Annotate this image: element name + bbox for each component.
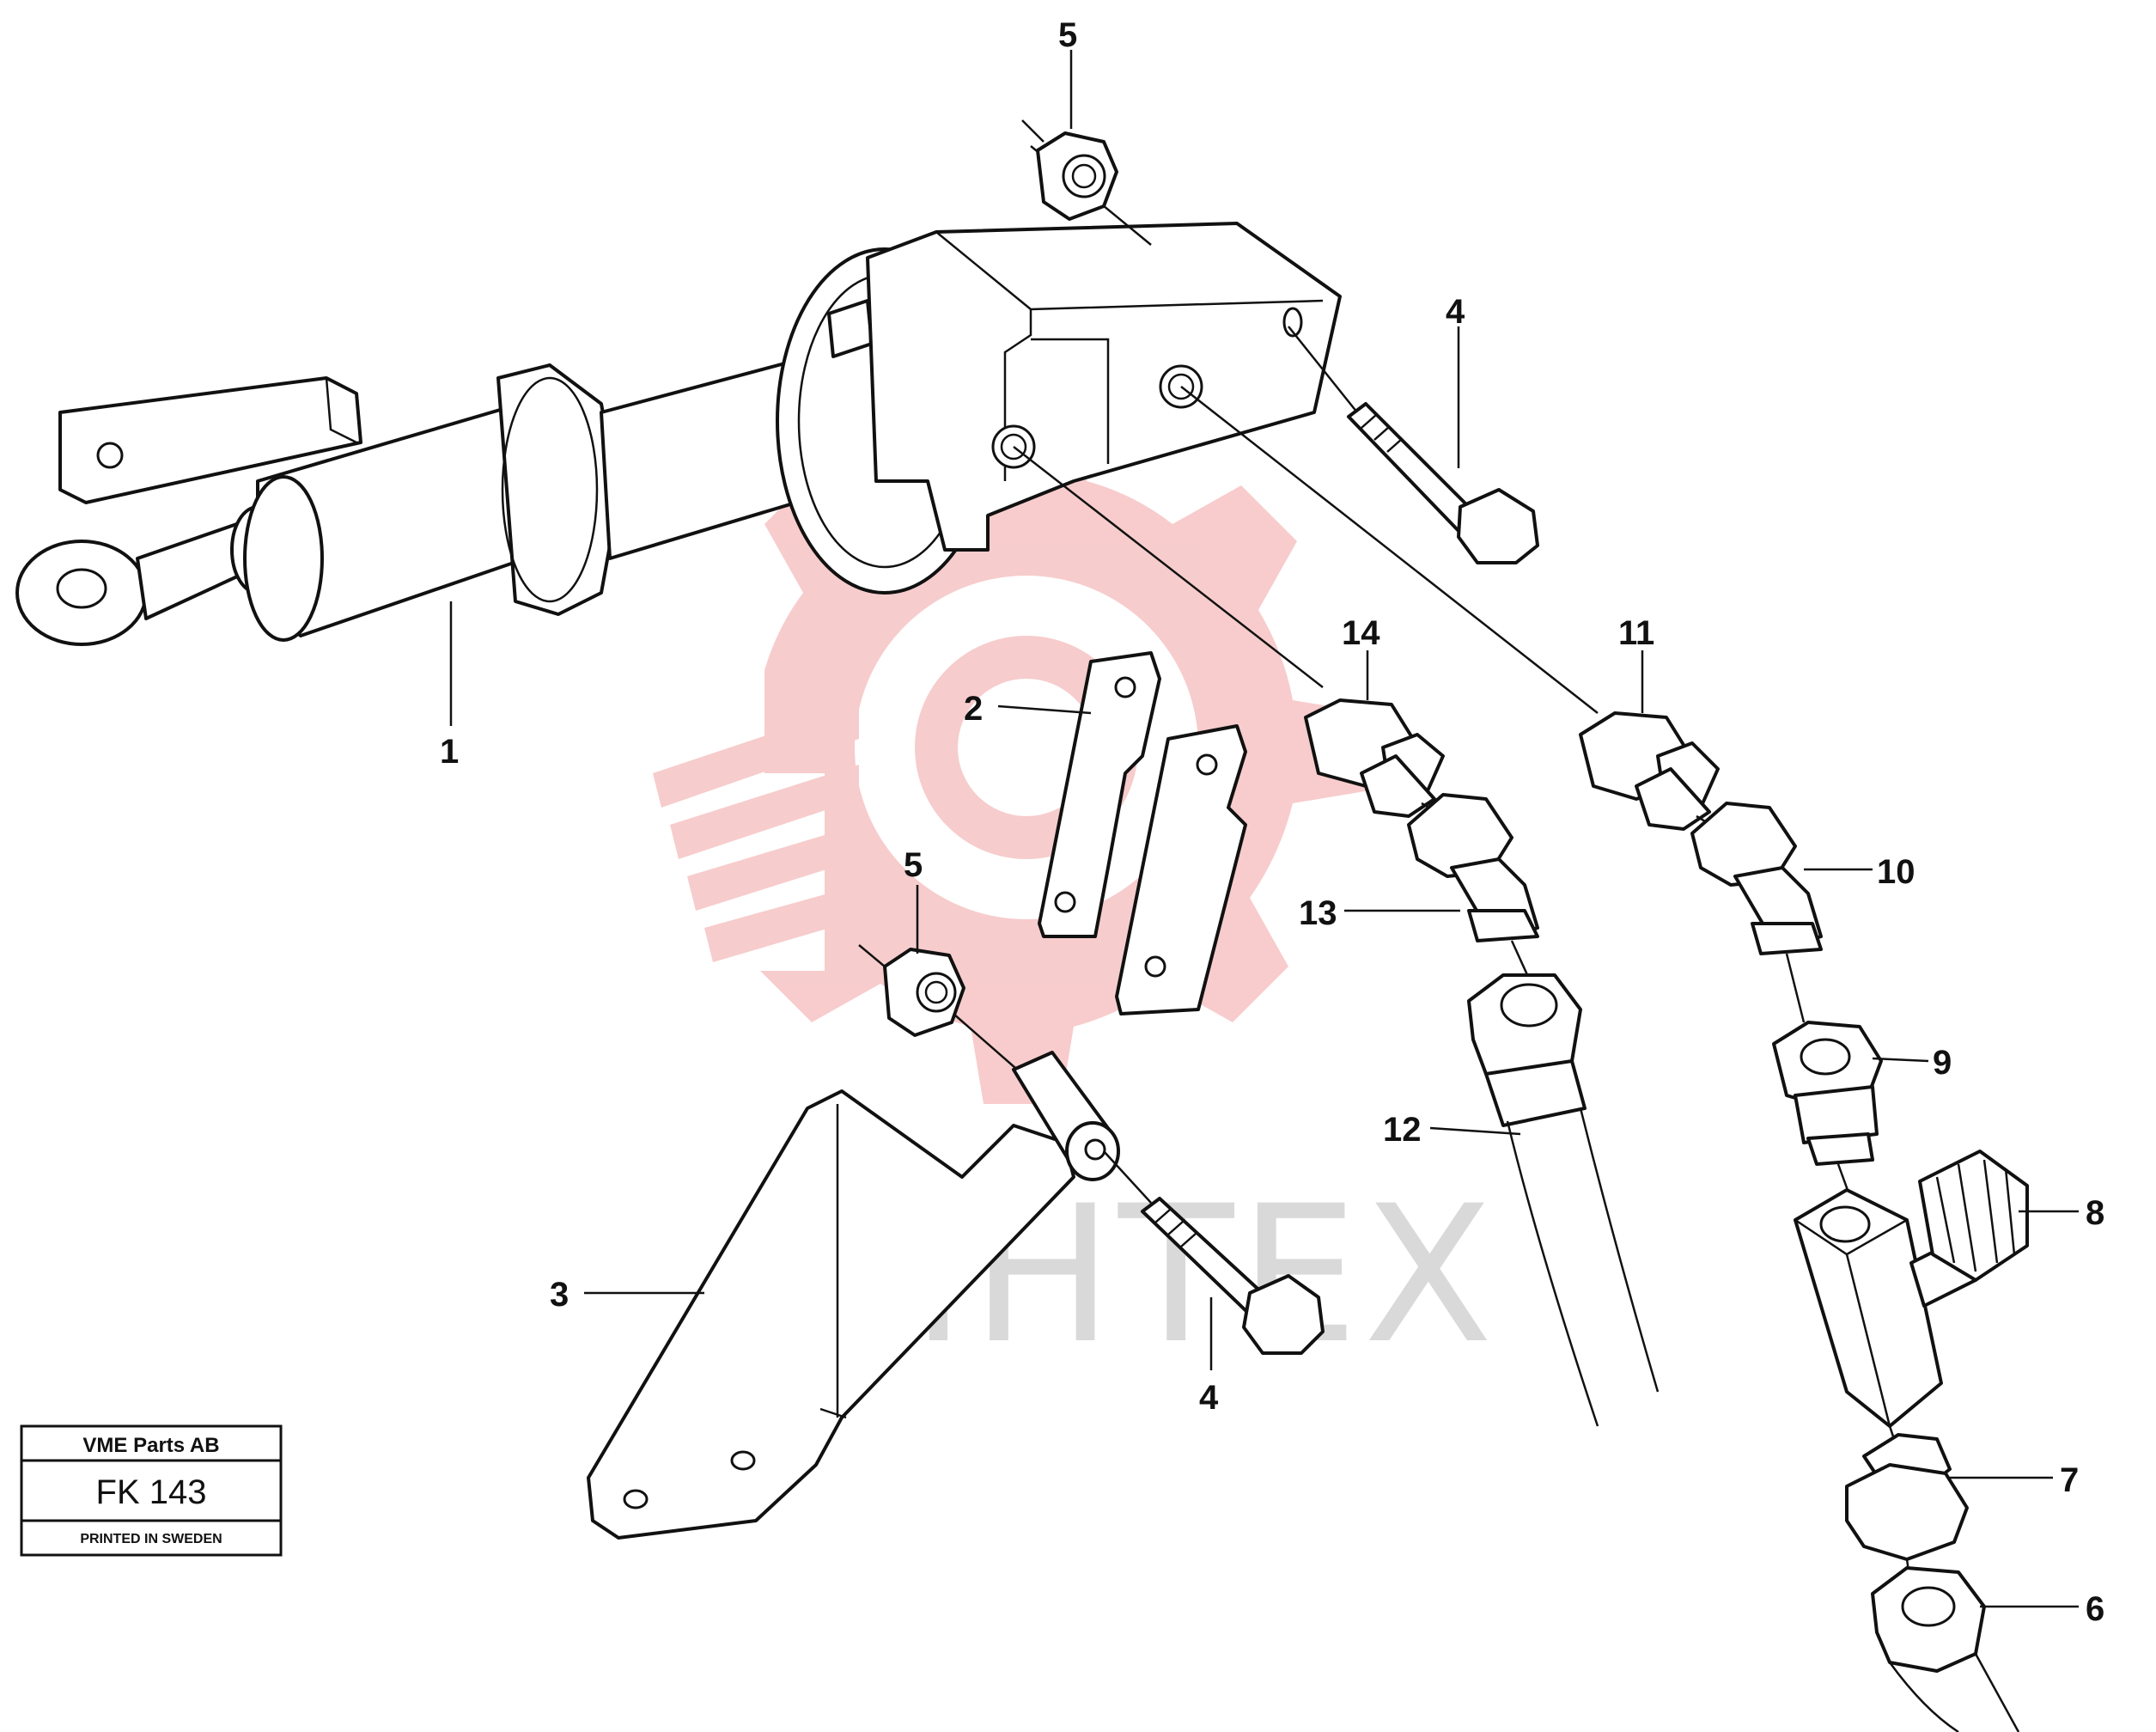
callout-10: 10 bbox=[1877, 853, 1915, 891]
callout-3: 3 bbox=[550, 1276, 569, 1314]
publisher-stamp: VME Parts AB FK 143 PRINTED IN SWEDEN bbox=[20, 1424, 283, 1557]
adapter-14 bbox=[1304, 698, 1445, 818]
shims bbox=[1038, 651, 1247, 1015]
callout-5-top: 5 bbox=[1058, 16, 1077, 54]
callout-7: 7 bbox=[2060, 1461, 2079, 1499]
assembly-line-14 bbox=[1013, 446, 1324, 688]
callout-5-lower: 5 bbox=[904, 846, 923, 884]
assembly-line-11 bbox=[1180, 386, 1599, 714]
adapter-9 bbox=[1772, 953, 1883, 1212]
callout-11: 11 bbox=[1618, 614, 1654, 652]
callout-13: 13 bbox=[1299, 894, 1337, 932]
cylinder-assembly bbox=[15, 222, 1342, 646]
bolt-lower bbox=[1103, 1150, 1325, 1355]
hose-6 bbox=[1871, 1566, 2020, 1732]
callout-leaders bbox=[449, 50, 2079, 1608]
callout-4-lower: 4 bbox=[1199, 1379, 1219, 1417]
callout-8: 8 bbox=[2086, 1194, 2104, 1232]
callout-12: 12 bbox=[1383, 1111, 1422, 1149]
stamp-printed: PRINTED IN SWEDEN bbox=[80, 1532, 222, 1546]
elbow-13 bbox=[1407, 793, 1539, 942]
adapter-7 bbox=[1845, 1425, 1969, 1590]
nut-top bbox=[1021, 119, 1152, 246]
callout-4-top: 4 bbox=[1446, 293, 1465, 331]
bracket bbox=[587, 1051, 1120, 1540]
tee-8 bbox=[1794, 1150, 2029, 1428]
callout-14: 14 bbox=[1342, 614, 1380, 652]
stamp-company: VME Parts AB bbox=[82, 1434, 219, 1457]
hose-12 bbox=[1467, 940, 1660, 1427]
callout-9: 9 bbox=[1933, 1044, 1952, 1082]
nut-lower bbox=[858, 944, 1023, 1075]
stamp-code: FK 143 bbox=[96, 1473, 207, 1511]
adapter-11 bbox=[1579, 711, 1720, 831]
callout-1: 1 bbox=[440, 733, 459, 771]
callout-6: 6 bbox=[2086, 1590, 2104, 1628]
elbow-10 bbox=[1690, 802, 1823, 955]
callout-labels: 5 4 1 2 5 3 4 14 11 10 13 12 9 8 7 6 bbox=[440, 16, 2104, 1628]
callout-2: 2 bbox=[964, 690, 983, 728]
bolt-top bbox=[1288, 326, 1539, 564]
